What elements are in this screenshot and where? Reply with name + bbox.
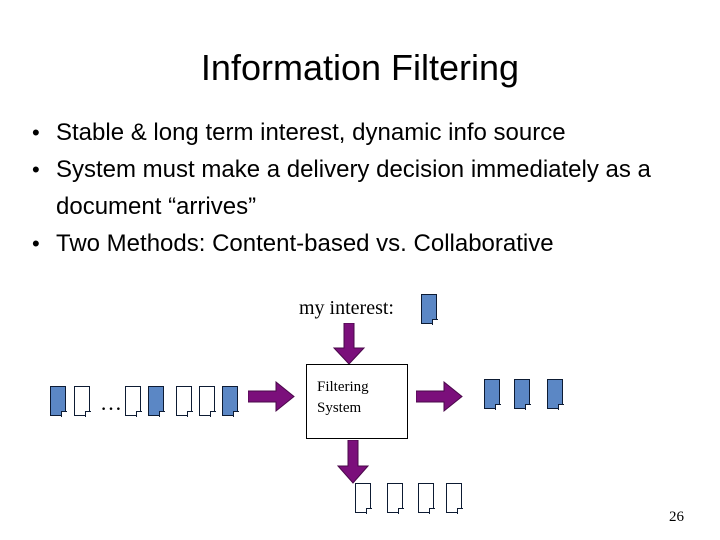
bullet-text-1: Stable & long term interest, dynamic inf… xyxy=(56,119,566,146)
stream-document-icon xyxy=(148,386,165,417)
arrow-stream-to-system-icon xyxy=(248,381,295,413)
rejected-document-icon xyxy=(418,483,435,514)
bullet-list: • Stable & long term interest, dynamic i… xyxy=(22,114,702,262)
stream-document-icon xyxy=(74,386,91,417)
my-interest-label: my interest: xyxy=(299,297,394,319)
output-document-icon xyxy=(514,379,531,410)
rejected-document-icon xyxy=(387,483,404,514)
stream-ellipsis: … xyxy=(100,390,123,415)
filtering-system-line-2: System xyxy=(317,400,362,416)
interest-document-icon xyxy=(421,294,438,325)
bullet-text-2: System must make a delivery decision imm… xyxy=(56,156,651,220)
arrow-interest-to-system-icon xyxy=(332,323,366,365)
filtering-system-label: Filtering System xyxy=(317,377,369,419)
bullet-item-3: • Two Methods: Content-based vs. Collabo… xyxy=(22,225,702,262)
stream-document-icon xyxy=(199,386,216,417)
page-number: 26 xyxy=(669,509,684,525)
filtering-system-box: Filtering System xyxy=(306,364,408,439)
output-document-icon xyxy=(484,379,501,410)
page-title: Information Filtering xyxy=(200,47,520,88)
output-document-icon xyxy=(547,379,564,410)
rejected-document-icon xyxy=(355,483,372,514)
filtering-system-line-1: Filtering xyxy=(317,379,369,395)
bullet-item-1: • Stable & long term interest, dynamic i… xyxy=(22,114,702,151)
stream-document-icon xyxy=(50,386,67,417)
bullet-marker-icon: • xyxy=(32,231,40,256)
bullet-marker-icon: • xyxy=(32,120,40,145)
stream-document-icon xyxy=(222,386,239,417)
bullet-text-3: Two Methods: Content-based vs. Collabora… xyxy=(56,230,554,257)
stream-document-icon xyxy=(176,386,193,417)
rejected-document-icon xyxy=(446,483,463,514)
bullet-marker-icon: • xyxy=(32,157,40,182)
arrow-system-to-rejected-icon xyxy=(336,440,370,484)
stream-document-icon xyxy=(125,386,142,417)
arrow-system-to-output-icon xyxy=(416,381,463,413)
bullet-item-2: • System must make a delivery decision i… xyxy=(22,151,702,225)
